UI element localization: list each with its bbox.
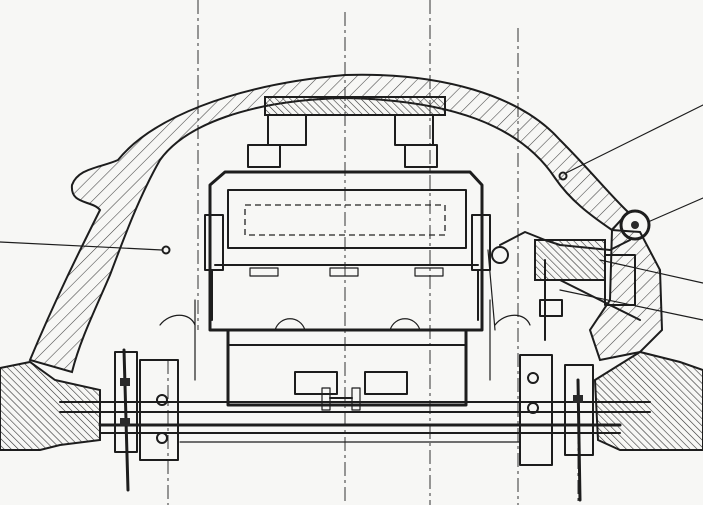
base-flange-left (0, 360, 101, 451)
leader-line (647, 197, 703, 223)
leader-line (565, 104, 703, 174)
top-bearing-blocks (247, 96, 446, 168)
left-bearing-column (114, 348, 179, 492)
leader-line (0, 241, 163, 251)
main-shaft (59, 401, 651, 443)
right-housing-wall (588, 228, 664, 362)
motor-body (159, 170, 531, 332)
leader-line (599, 259, 703, 284)
leader-lines (0, 104, 703, 321)
right-bearing-column (519, 354, 594, 502)
right-linkage-mechanism (487, 209, 651, 341)
lower-housing (194, 299, 491, 411)
dome-housing (28, 73, 630, 374)
leader-line (559, 289, 703, 321)
